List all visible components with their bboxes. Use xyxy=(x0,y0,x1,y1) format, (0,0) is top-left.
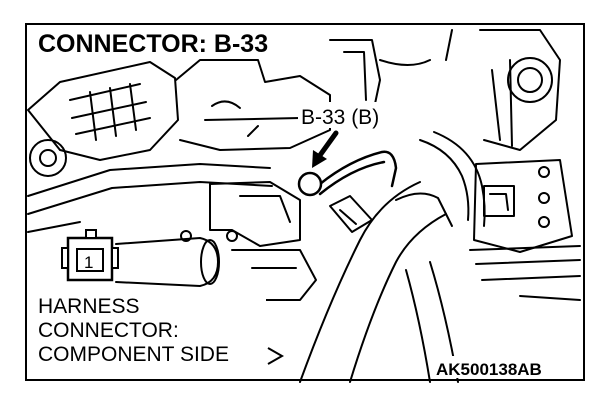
diagram-title: CONNECTOR: B-33 xyxy=(38,30,268,58)
harness-connector-symbol xyxy=(61,229,119,282)
callout-label-bg xyxy=(298,102,406,128)
harness-caption-line-1: HARNESS xyxy=(38,295,140,318)
callout-label: B-33 (B) xyxy=(301,106,379,129)
harness-caption-line-3: COMPONENT SIDE xyxy=(38,343,229,366)
connector-pin-number: 1 xyxy=(84,253,93,272)
figure-code-bg xyxy=(432,356,582,378)
connector-b33-component xyxy=(318,150,398,196)
caption-pointer xyxy=(267,347,285,365)
connector-b33-head xyxy=(297,171,323,197)
harness-caption-line-2: CONNECTOR: xyxy=(38,319,179,342)
title-box xyxy=(28,26,280,58)
caption-bg xyxy=(30,292,266,370)
callout-arrow xyxy=(315,130,339,161)
callout-arrowhead xyxy=(312,150,327,168)
figure-code: AK500138AB xyxy=(436,360,542,379)
